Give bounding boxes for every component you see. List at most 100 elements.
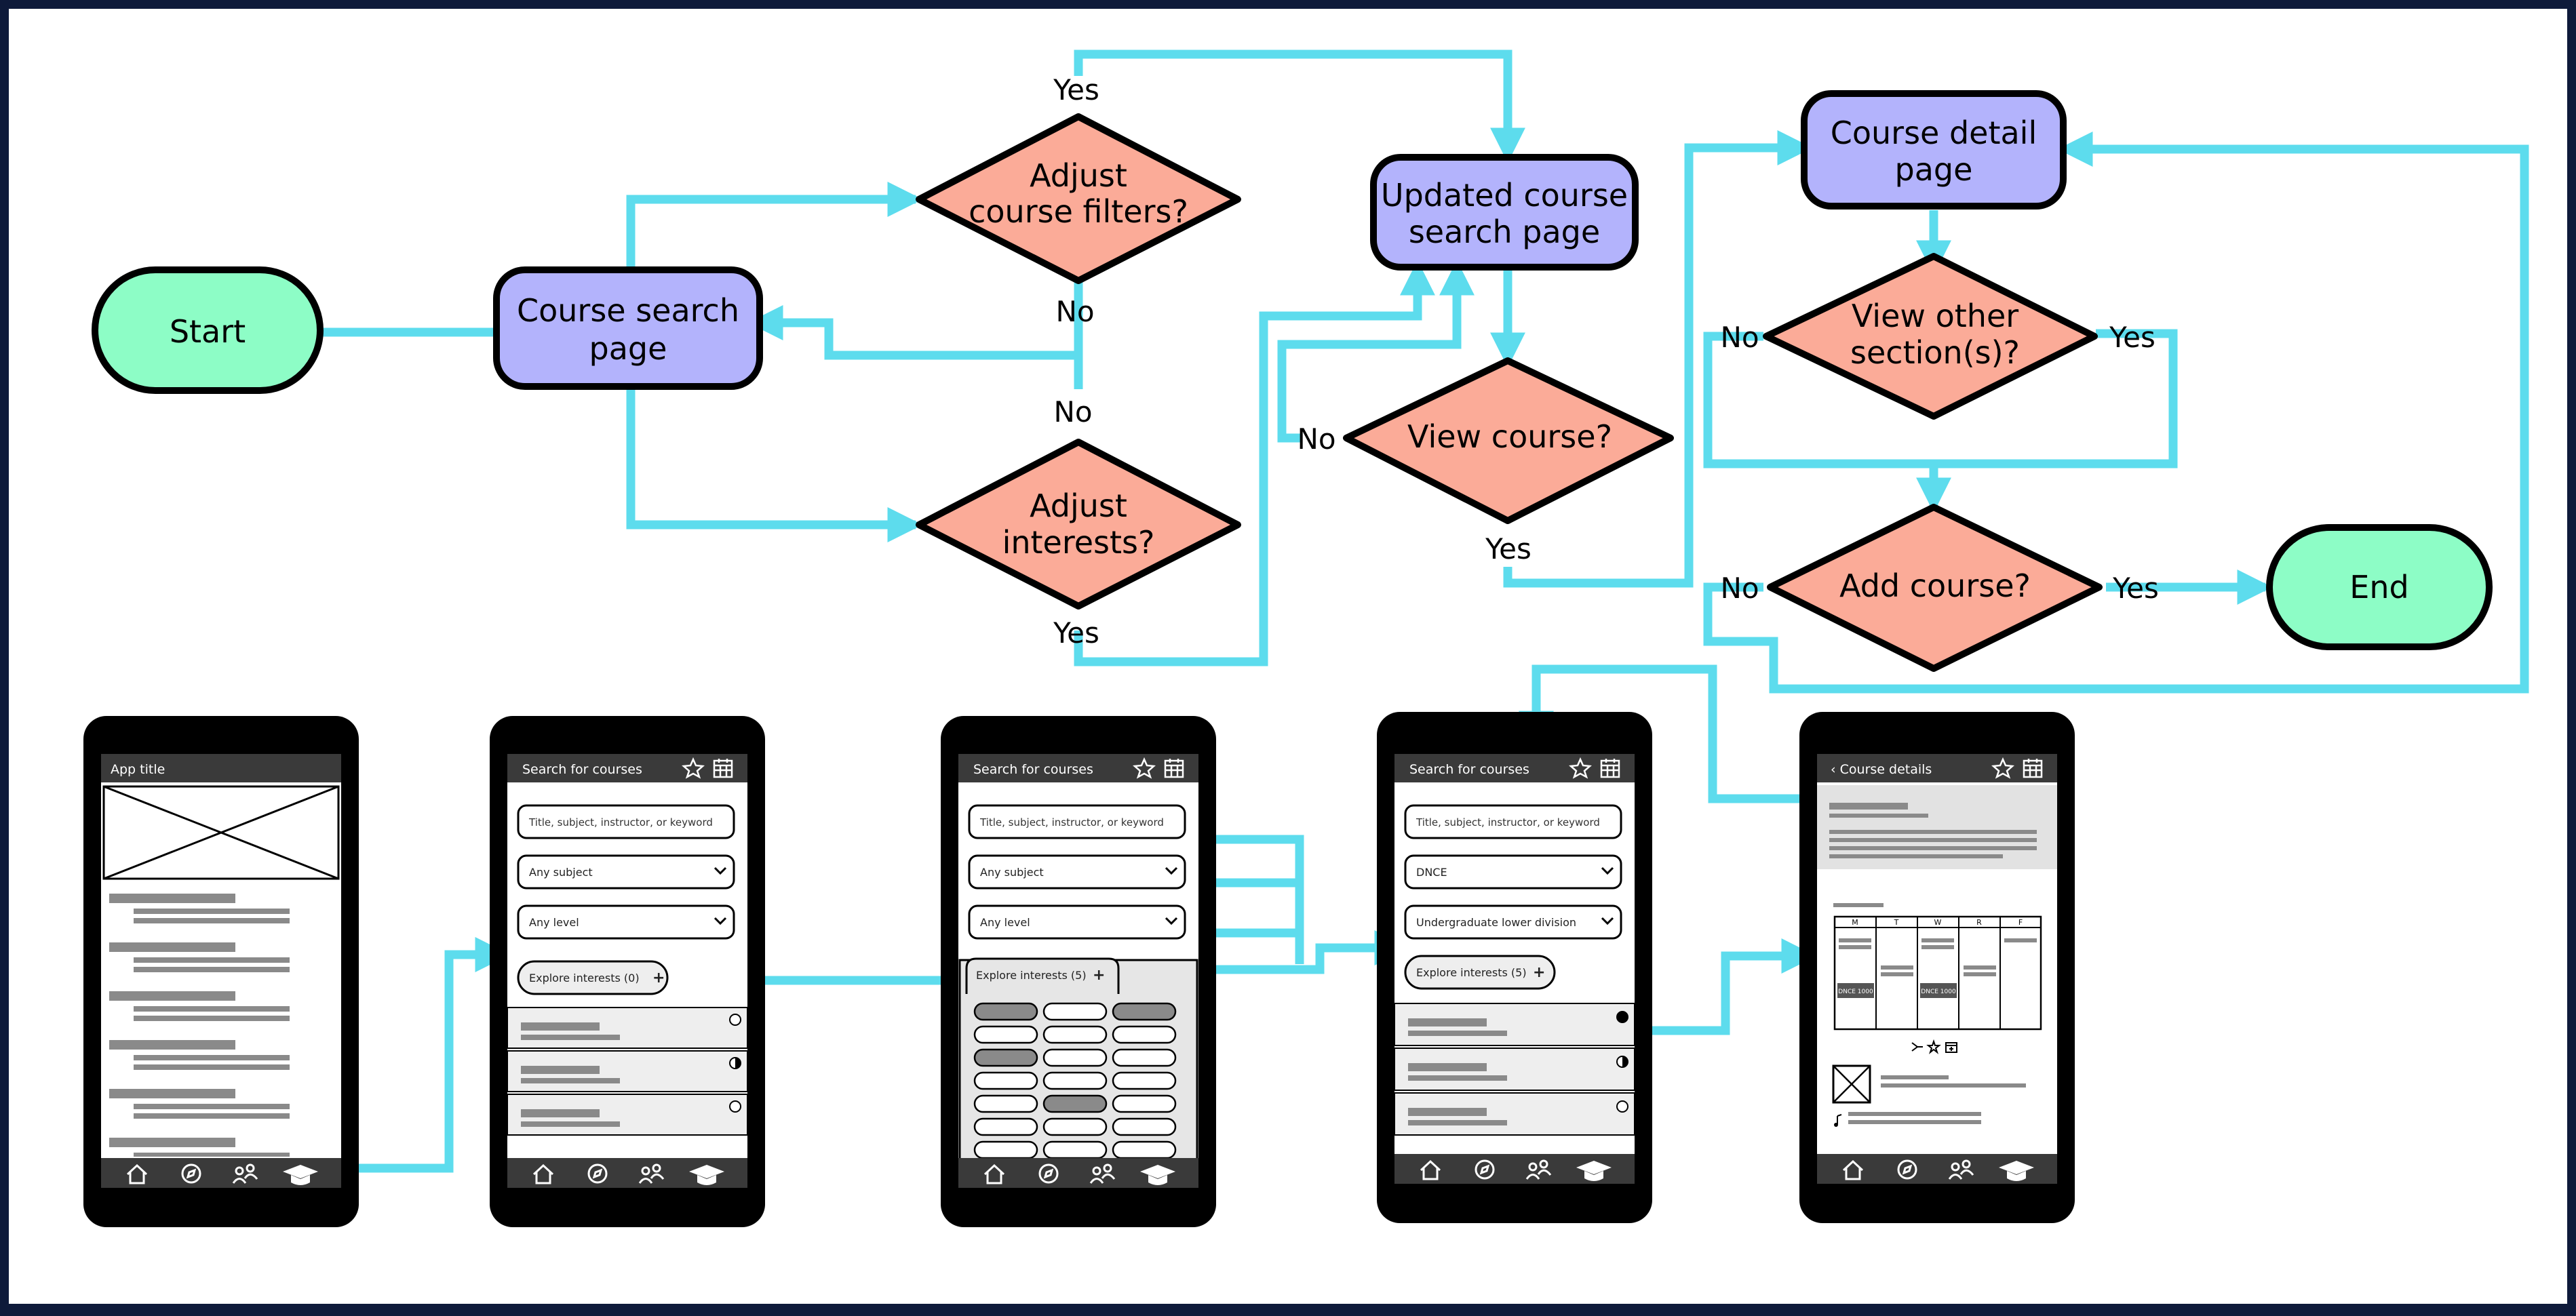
- bottom-nav: [506, 1157, 749, 1189]
- label-add-yes: Yes: [2112, 572, 2159, 605]
- svg-text:Start: Start: [170, 313, 246, 350]
- plus-icon: +: [1093, 967, 1105, 984]
- svg-text:interests?: interests?: [1002, 524, 1155, 561]
- svg-text:View other: View other: [1852, 298, 2018, 334]
- connector-phone4-phone5: [1607, 938, 1817, 1035]
- svg-text:F: F: [2018, 918, 2023, 927]
- start-node: Start: [92, 266, 324, 394]
- search-input[interactable]: Title, subject, instructor, or keyword: [968, 804, 1186, 839]
- svg-text:DNCE 1000: DNCE 1000: [1921, 989, 1956, 995]
- star-icon[interactable]: [1569, 757, 1592, 779]
- level-select[interactable]: Undergraduate lower division: [1404, 904, 1622, 940]
- star-outline-icon: [1926, 1039, 1941, 1054]
- course-detail-node: Course detail page: [1801, 90, 2067, 210]
- subject-select[interactable]: DNCE: [1404, 854, 1622, 890]
- svg-text:Any level: Any level: [980, 916, 1030, 929]
- connector-filters-yes: [1074, 49, 1525, 163]
- svg-text:Any subject: Any subject: [529, 866, 593, 879]
- label-interests-yes: Yes: [1053, 616, 1099, 650]
- bottom-nav: [1816, 1153, 2058, 1185]
- svg-text:Explore interests (5): Explore interests (5): [976, 969, 1087, 982]
- phone-home: App title: [83, 716, 359, 1227]
- chevron-down-icon: [1601, 917, 1614, 925]
- subject-select[interactable]: Any subject: [517, 854, 735, 890]
- subject-select[interactable]: Any subject: [968, 854, 1186, 890]
- course-header: [1817, 785, 2057, 869]
- course-search-node: Course search page: [493, 266, 763, 390]
- branch-icon: [1911, 1042, 1923, 1052]
- adjust-filters-decision: Adjust course filters?: [916, 113, 1241, 284]
- connector-view-no: [1277, 260, 1475, 443]
- calendar-icon[interactable]: [713, 759, 733, 778]
- instructor-image-placeholder: [1832, 1064, 1871, 1104]
- edge-labels: Yes No No Yes No Yes No Yes No Yes: [1053, 73, 2159, 650]
- home-list: [109, 894, 290, 1157]
- screen-title: Search for courses: [1409, 762, 1529, 777]
- view-other-decision: View other section(s)?: [1763, 253, 2098, 420]
- calendar-icon[interactable]: [1600, 759, 1620, 778]
- connector-phone3-phone4: [1129, 930, 1410, 974]
- level-select[interactable]: Any level: [517, 904, 735, 940]
- screen-title: Search for courses: [973, 762, 1093, 777]
- svg-text:End: End: [2349, 569, 2408, 605]
- svg-text:M: M: [1852, 918, 1858, 927]
- phone-updated-search: Search for courses Title, subject, instr…: [1377, 712, 1652, 1223]
- svg-text:Explore interests (5): Explore interests (5): [1416, 966, 1527, 979]
- star-icon[interactable]: [1991, 757, 2014, 779]
- search-input[interactable]: Title, subject, instructor, or keyword: [517, 804, 735, 839]
- bottom-nav: [957, 1157, 1200, 1189]
- phone-search: Search for courses Title, subject, instr…: [490, 716, 765, 1227]
- svg-text:Updated course: Updated course: [1381, 177, 1628, 214]
- label-filters-yes: Yes: [1053, 73, 1099, 106]
- star-icon[interactable]: [682, 757, 705, 779]
- svg-text:Add course?: Add course?: [1839, 567, 2031, 604]
- svg-text:Any level: Any level: [529, 916, 579, 929]
- bottom-nav: [1393, 1153, 1636, 1185]
- canvas-background: [9, 9, 2567, 1304]
- connectors: [320, 49, 2529, 1173]
- svg-text:T: T: [1894, 918, 1899, 927]
- view-course-decision: View course?: [1343, 357, 1674, 524]
- calendar-icon[interactable]: [1164, 759, 1184, 778]
- label-view-yes: Yes: [1485, 532, 1531, 565]
- label-filters-no: No: [1055, 295, 1094, 328]
- svg-text:Undergraduate lower division: Undergraduate lower division: [1416, 916, 1576, 929]
- weekly-schedule: M T W R F DNCE 1000 DNCE 1000: [1833, 915, 2042, 1031]
- svg-text:Adjust: Adjust: [1030, 157, 1127, 194]
- search-input[interactable]: Title, subject, instructor, or keyword: [1404, 804, 1622, 839]
- label-viewother-no: No: [1720, 321, 1759, 354]
- results-list: [507, 1007, 748, 1136]
- explore-interests-button[interactable]: Explore interests (5) +: [1404, 955, 1556, 990]
- chevron-down-icon: [714, 866, 727, 875]
- chevron-down-icon: [1165, 917, 1178, 925]
- label-viewother-yes: Yes: [2109, 321, 2155, 354]
- phone-course-details: ‹ Course details M T W R F: [1799, 712, 2075, 1223]
- plus-icon: +: [652, 970, 665, 986]
- label-view-no: No: [1297, 422, 1335, 456]
- connector-filter-subject: [1190, 835, 1304, 964]
- svg-text:course filters?: course filters?: [969, 193, 1188, 230]
- calendar-icon[interactable]: [2023, 759, 2043, 778]
- chevron-down-icon: [714, 917, 727, 925]
- music-note-icon: [1834, 1114, 1842, 1127]
- svg-text:R: R: [1976, 918, 1982, 927]
- svg-text:Explore interests (0): Explore interests (0): [529, 972, 640, 984]
- app-title: App title: [111, 762, 165, 777]
- level-select[interactable]: Any level: [968, 904, 1186, 940]
- section-actions[interactable]: [1911, 1039, 1957, 1054]
- svg-text:DNCE: DNCE: [1416, 866, 1447, 879]
- svg-text:Course search: Course search: [517, 292, 739, 329]
- connector-phone5-phone4: [1519, 664, 1824, 803]
- explore-interests-button[interactable]: Explore interests (0) +: [517, 960, 669, 995]
- interest-chips[interactable]: [973, 1002, 1177, 1159]
- svg-text:View course?: View course?: [1407, 418, 1612, 455]
- svg-text:Title, subject, instructor, or: Title, subject, instructor, or keyword: [528, 816, 713, 829]
- explore-interests-button[interactable]: Explore interests (5) +: [965, 957, 1120, 994]
- updated-search-node: Updated course search page: [1370, 154, 1639, 271]
- svg-text:Any subject: Any subject: [980, 866, 1044, 879]
- svg-text:search page: search page: [1409, 214, 1600, 250]
- screen-title: ‹ Course details: [1831, 762, 1932, 777]
- label-interests-no: No: [1053, 395, 1092, 428]
- star-icon[interactable]: [1133, 757, 1156, 779]
